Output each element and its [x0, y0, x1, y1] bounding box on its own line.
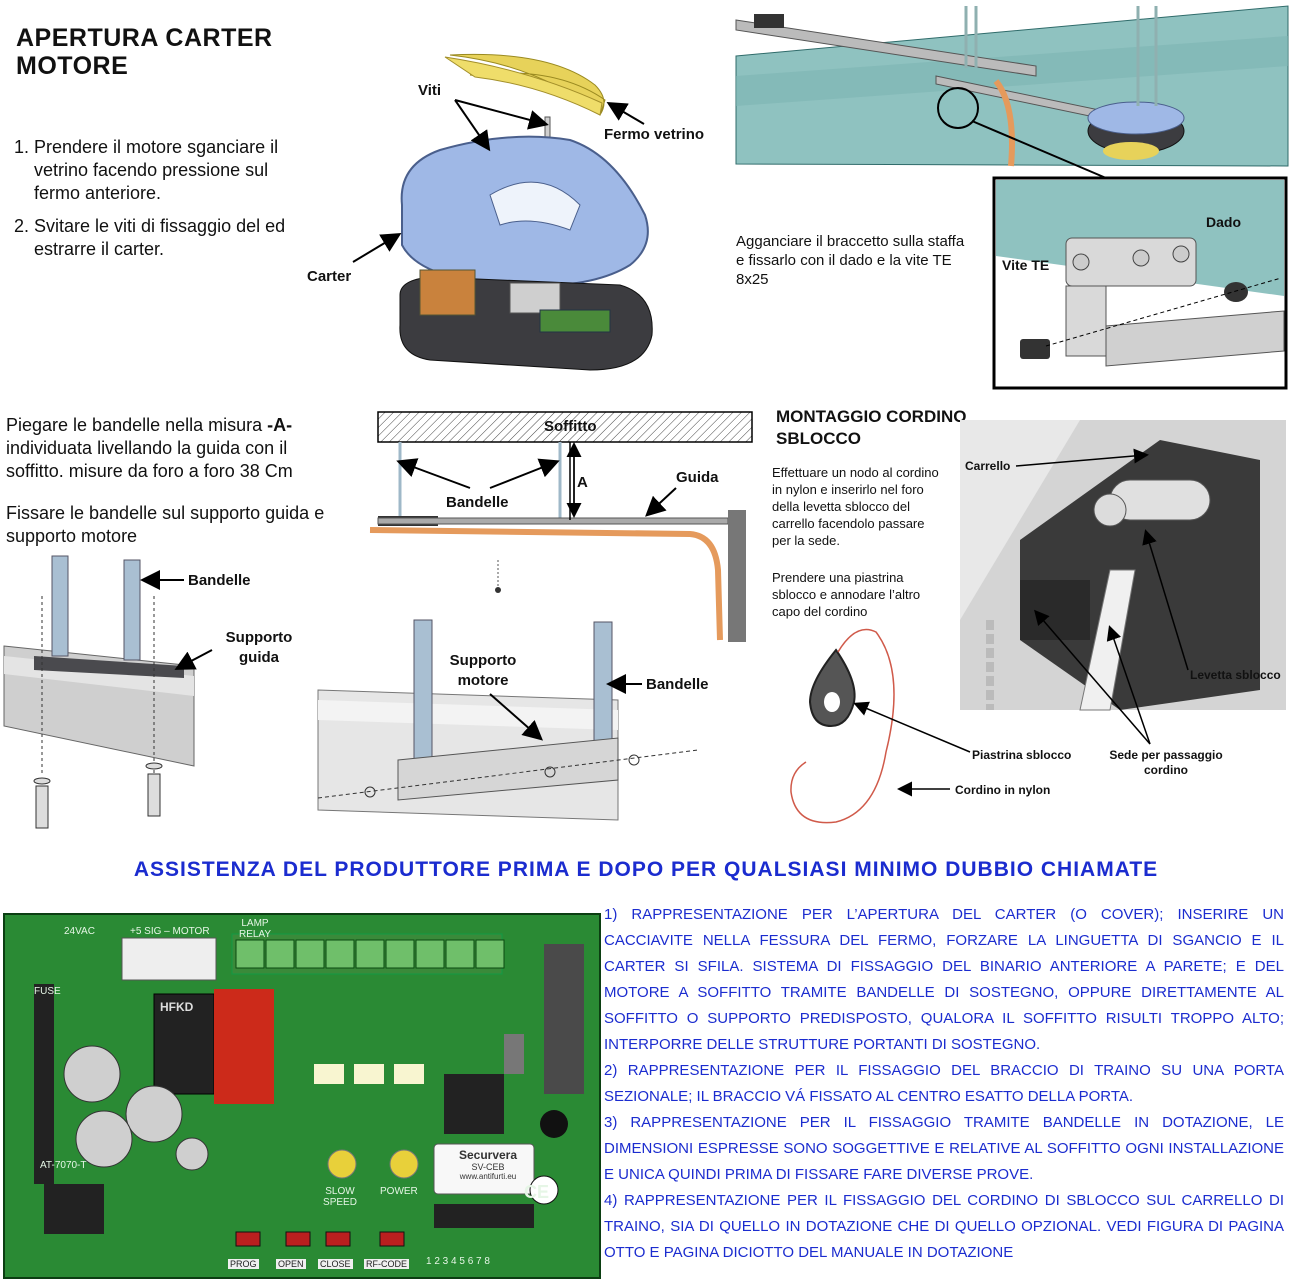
label-cordino: Cordino in nylon	[955, 783, 1051, 797]
description-item-1: 1) RAPPRESENTAZIONE PER L’APERTURA DEL C…	[604, 906, 1284, 1053]
board-label-motor: +5 SIG – MOTOR	[130, 926, 210, 937]
board-label-power: POWER	[380, 1186, 418, 1197]
board-label-lamp-relay: LAMP RELAY	[238, 918, 272, 940]
label-fermo-vetrino: Fermo vetrino	[604, 126, 705, 143]
label-vite-te: Vite TE	[1002, 257, 1050, 273]
board-button-rf-code: RF-CODE	[364, 1259, 409, 1269]
supporto-guida-illustration	[3, 555, 195, 829]
label-soffitto: Soffitto	[544, 418, 597, 435]
section2-instruction: Agganciare il braccetto sulla staffa e f…	[736, 233, 965, 288]
board-button-open: OPEN	[276, 1259, 306, 1269]
section3-paragraph-1: Piegare le bandelle nella misura -A- ind…	[6, 415, 293, 481]
label-bandelle-2: Bandelle	[188, 572, 251, 589]
motor-carter-illustration	[399, 53, 653, 371]
cord-pendant-illustration	[790, 628, 895, 824]
carriage-illustration	[960, 420, 1286, 711]
label-bandelle-3: Bandelle	[646, 676, 709, 693]
label-carrello: Carrello	[965, 459, 1011, 473]
board-label-relay: HFKD	[160, 1000, 194, 1014]
label-viti: Viti	[418, 82, 442, 99]
assistance-notice: ASSISTENZA DEL PRODUTTORE PRIMA E DOPO P…	[133, 858, 1159, 881]
section3-paragraph-2: Fissare le bandelle sul supporto guida e…	[6, 503, 325, 546]
description-item-2: 2) RAPPRESENTAZIONE PER IL FISSAGGIO DEL…	[604, 1062, 1284, 1105]
door-arm-illustration	[735, 5, 1289, 390]
ceiling-guide-illustration	[369, 411, 753, 642]
step-2: Svitare le viti di fissaggio del ed estr…	[34, 215, 296, 261]
label-levetta: Levetta sblocco	[1190, 668, 1281, 682]
label-bandelle: Bandelle	[446, 494, 509, 511]
board-label-24vac: 24VAC	[64, 926, 95, 937]
description-item-4: 4) RAPPRESENTAZIONE PER IL FISSAGGIO DEL…	[604, 1192, 1284, 1261]
soffitto-block	[377, 411, 753, 443]
label-piastrina: Piastrina sblocco	[972, 748, 1072, 762]
section4-arrows	[853, 448, 1189, 797]
board-label-fuse: FUSE	[34, 986, 61, 997]
section4-paragraph-2: Prendere una piastrina sblocco e annodar…	[772, 570, 921, 619]
board-label-slow-speed: SLOW SPEED	[323, 1186, 357, 1208]
label-a: A	[577, 474, 588, 491]
control-board-image	[3, 913, 601, 1279]
board-label-model: AT-7070-T	[40, 1160, 87, 1171]
board-button-prog: PROG	[228, 1259, 259, 1269]
section1-arrows	[352, 99, 645, 263]
board-button-close: CLOSE	[318, 1259, 353, 1269]
section1-steps: Prendere il motore sganciare il vetrino …	[8, 136, 296, 271]
section3-arrows	[140, 442, 677, 741]
step-1: Prendere il motore sganciare il vetrino …	[34, 136, 296, 205]
description-item-3: 3) RAPPRESENTAZIONE PER IL FISSAGGIO TRA…	[604, 1114, 1284, 1183]
label-carter: Carter	[307, 268, 352, 285]
board-logo-brand: Securvera SV-CEB www.antifurti.eu	[458, 1148, 518, 1181]
description-text: 1) RAPPRESENTAZIONE PER L’APERTURA DEL C…	[604, 902, 1284, 1266]
label-supporto-guida: Supporto guida	[225, 629, 293, 666]
section1-title: APERTURA CARTER MOTORE	[16, 24, 273, 80]
label-dado: Dado	[1206, 214, 1241, 230]
board-label-dip: 1 2 3 4 5 6 7 8	[426, 1256, 490, 1267]
label-supporto-motore: Supporto motore	[449, 652, 517, 689]
label-sede: Sede per passaggio cordino	[1109, 748, 1223, 777]
board-label-ce: CE	[524, 1182, 550, 1202]
section4-paragraph-1: Effettuare un nodo al cordino in nylon e…	[772, 465, 939, 548]
section4-title: MONTAGGIO CORDINO SBLOCCO	[776, 407, 967, 448]
label-guida: Guida	[676, 469, 719, 486]
piastrina-shape	[808, 648, 856, 728]
